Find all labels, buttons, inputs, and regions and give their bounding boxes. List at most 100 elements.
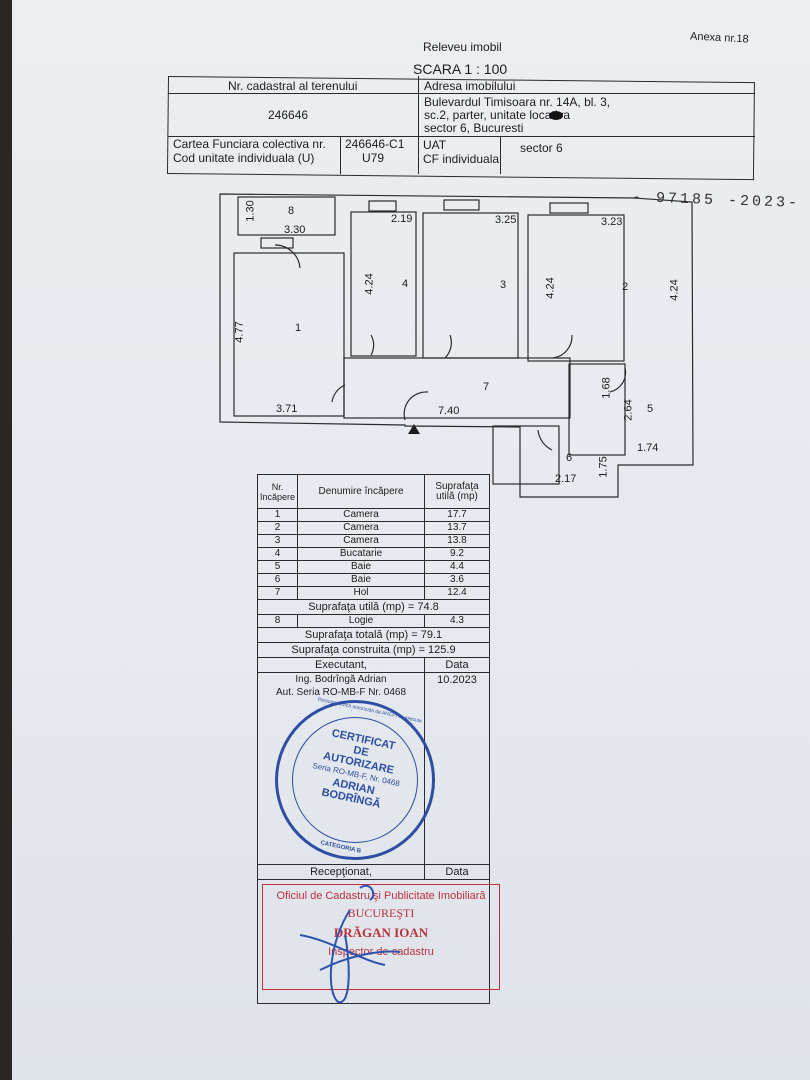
room-name: Logie	[297, 614, 425, 628]
executant-authorization: Aut. Seria RO-MB-F Nr. 0468	[275, 687, 407, 698]
header-nr: Nr. încăpere	[256, 474, 299, 509]
rooms-table: Nr. încăpere Denumire încăpere Suprafaţa…	[256, 474, 490, 1004]
room-label-6: 6	[566, 452, 573, 464]
scale-label: SCARA 1 : 100	[413, 61, 508, 77]
unit-value: U79	[362, 151, 385, 165]
window	[549, 202, 589, 214]
room-name: Camera	[297, 534, 425, 548]
dim-r2-w: 3.23	[601, 216, 623, 228]
room-name: Bucatarie	[297, 547, 425, 561]
door-swing	[537, 429, 553, 451]
room-name: Baie	[297, 573, 425, 587]
useful-area-total: Suprafaţa utilă (mp) = 74.8	[257, 599, 490, 615]
ocpi-line: Oficiul de Cadastru şi Publicitate Imobi…	[276, 890, 486, 902]
document-title: Releveu imobil	[423, 40, 502, 54]
room-nr: 3	[256, 534, 299, 548]
outer-wall	[219, 193, 694, 498]
room-label-2: 2	[622, 281, 629, 293]
cf-label: Cartea Funciara colectiva nr.	[173, 137, 326, 151]
address-label: Adresa imobilului	[424, 79, 516, 93]
dim-r3-h: 4.24	[544, 277, 557, 299]
date-label: Data	[424, 657, 490, 673]
executant-date: 10.2023	[424, 672, 490, 865]
room-name: Hol	[297, 586, 425, 600]
dim-r5-w: 1.74	[637, 442, 659, 454]
door-swing	[274, 244, 301, 269]
cf-value: 246646-C1	[345, 137, 405, 151]
total-area: Suprafaţa totală (mp) = 79.1	[257, 627, 490, 643]
room-nr: 4	[256, 547, 299, 561]
uat-value: sector 6	[520, 141, 563, 155]
address-line-2: sc.2, parter, unitate locativa	[424, 108, 571, 122]
room-label-3: 3	[500, 279, 507, 291]
executant-name: Ing. Bodrîngă Adrian	[295, 674, 387, 685]
room-area: 3.6	[424, 573, 490, 587]
room-6-outline	[492, 425, 560, 485]
room-name: Baie	[297, 560, 425, 574]
header-name: Denumire încăpere	[297, 474, 425, 509]
room-label-4: 4	[402, 278, 409, 290]
executant-label: Executant,	[257, 657, 425, 673]
received-label: Recepţionat,	[257, 864, 425, 880]
door-swing	[609, 367, 627, 393]
room-nr: 5	[256, 560, 299, 574]
room-name: Camera	[297, 508, 425, 522]
room-7-outline	[343, 357, 571, 419]
door-swing	[370, 334, 375, 356]
cadastral-label: Nr. cadastral al terenului	[228, 79, 358, 93]
address-line-1: Bulevardul Timisoara nr. 14A, bl. 3,	[424, 95, 611, 109]
room-1-outline	[233, 252, 345, 417]
door-swing	[444, 334, 452, 359]
room-8-outline	[237, 196, 336, 236]
uat-label: UAT	[423, 138, 447, 152]
door-swing	[552, 334, 573, 359]
dim-r4-w: 2.19	[391, 213, 413, 225]
room-name: Camera	[297, 521, 425, 535]
entrance-arrow-icon	[408, 424, 420, 434]
unit-label: Cod unitate individuala (U)	[173, 151, 315, 165]
room-label-7: 7	[483, 381, 490, 393]
room-nr: 1	[256, 508, 299, 522]
room-area: 17.7	[424, 508, 490, 522]
dim-r7-h: 1.68	[600, 377, 613, 399]
room-area: 13.8	[424, 534, 490, 548]
room-label-5: 5	[647, 403, 654, 415]
room-5-outline	[568, 363, 626, 456]
window	[260, 237, 294, 249]
room-4-outline	[350, 211, 417, 357]
ocpi-line: DRĂGAN IOAN	[333, 925, 429, 940]
room-area: 12.4	[424, 586, 490, 600]
room-nr: 8	[256, 614, 299, 628]
cf-individual-label: CF individuala	[423, 152, 500, 166]
dim-r1-h: 4.77	[233, 321, 246, 343]
dim-r8-w: 3.30	[284, 224, 306, 236]
window	[443, 199, 480, 211]
window	[368, 200, 397, 212]
dim-r1-w: 3.71	[276, 403, 298, 415]
room-label-1: 1	[295, 322, 302, 334]
built-area: Suprafaţa construita (mp) = 125.9	[257, 642, 490, 658]
header-area: Suprafaţa utilă (mp)	[424, 474, 490, 509]
dim-r3-w: 3.25	[495, 214, 517, 226]
room-nr: 2	[256, 521, 299, 535]
room-area: 13.7	[424, 521, 490, 535]
cadastral-value: 246646	[268, 108, 309, 122]
room-area: 4.4	[424, 560, 490, 574]
address-line-3: sector 6, Bucuresti	[424, 121, 524, 135]
room-area: 9.2	[424, 547, 490, 561]
door-swing	[331, 384, 346, 403]
received-cell	[257, 879, 490, 1004]
room-label-8: 8	[288, 205, 295, 217]
dim-r7-w: 7.40	[438, 405, 460, 417]
floor-plan	[219, 193, 694, 498]
room-nr: 7	[256, 586, 299, 600]
signature	[299, 884, 401, 1004]
dim-r4-h: 4.24	[363, 273, 376, 295]
